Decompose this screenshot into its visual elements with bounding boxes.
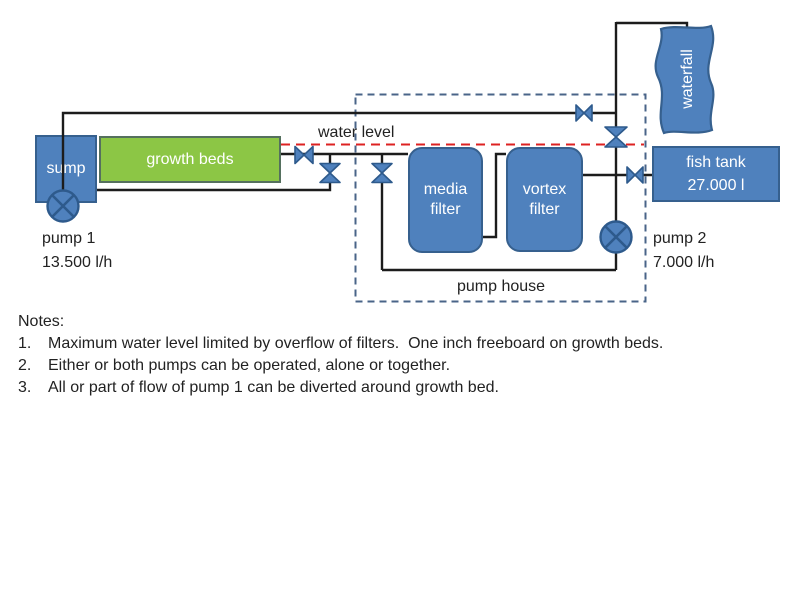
note-item: 1. Maximum water level limited by overfl… xyxy=(18,333,788,355)
growth-beds-label: growth beds xyxy=(146,150,234,168)
pump1-flow: 13.500 l/h xyxy=(42,254,113,271)
fish-tank: fish tank 27.000 l xyxy=(652,146,780,202)
pump-house-boundary xyxy=(354,93,647,303)
note-item: 3. All or part of flow of pump 1 can be … xyxy=(18,377,788,399)
valve-growthbed-outlet-icon xyxy=(294,145,314,165)
valve-pumphouse-drop-icon xyxy=(371,162,393,184)
valve-bypass-icon xyxy=(575,104,593,122)
sump-label: sump xyxy=(46,160,86,177)
growth-beds: growth beds xyxy=(99,136,281,183)
pump1-label: pump 1 13.500 l/h xyxy=(42,227,112,275)
notes-section: Notes: 1. Maximum water level limited by… xyxy=(18,311,788,399)
note-text: Either or both pumps can be operated, al… xyxy=(48,357,451,374)
pump2-label: pump 2 7.000 l/h xyxy=(653,227,714,275)
waterfall-label: waterfall xyxy=(679,49,696,109)
fish-tank-label: fish tank xyxy=(686,154,746,171)
sump-tank: sump xyxy=(35,135,97,203)
note-text: All or part of flow of pump 1 can be div… xyxy=(48,379,499,396)
fish-tank-capacity: 27.000 l xyxy=(687,177,745,194)
water-level-label: water level xyxy=(318,124,395,141)
pipe-media-to-vortex xyxy=(483,152,506,239)
pump1-name: pump 1 xyxy=(42,230,96,247)
note-number: 3. xyxy=(18,379,32,396)
pump-house-label: pump house xyxy=(456,278,546,295)
vortex-filter: vortex filter xyxy=(506,147,583,252)
pump2-flow: 7.000 l/h xyxy=(653,254,715,271)
note-number: 2. xyxy=(18,357,32,374)
vortex-filter-label: vortex filter xyxy=(522,180,567,218)
notes-title: Notes: xyxy=(18,313,65,330)
media-filter-label: media filter xyxy=(423,181,468,218)
note-number: 1. xyxy=(18,335,32,352)
pump2-name: pump 2 xyxy=(653,230,707,247)
media-filter: media filter xyxy=(408,147,483,253)
note-item: 2. Either or both pumps can be operated,… xyxy=(18,355,788,377)
note-text: Maximum water level limited by overflow … xyxy=(48,335,664,352)
valve-riser-icon xyxy=(604,126,628,148)
valve-sump-return-icon xyxy=(319,162,341,184)
pipe-waterfall-feed xyxy=(616,21,689,33)
pump2-symbol xyxy=(599,220,633,254)
valve-fishtank-icon xyxy=(626,166,644,184)
